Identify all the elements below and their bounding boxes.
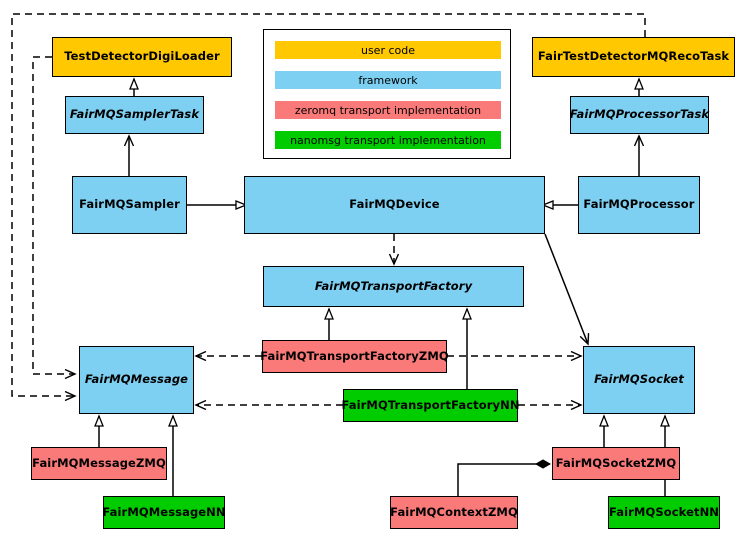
class-box-fairtestdetectormqrecotask[interactable]: FairTestDetectorMQRecoTask [532,37,735,77]
class-box-fairmqsocketnn[interactable]: FairMQSocketNN [608,496,720,529]
class-box-fairmqtransportfactory[interactable]: FairMQTransportFactory [263,266,524,307]
comp-contextzmq-to-socketzmq [457,459,552,496]
class-box-fairmqdevice[interactable]: FairMQDevice [244,176,545,234]
class-box-fairmqsampler[interactable]: FairMQSampler [72,176,187,234]
assoc-device-to-socket [544,233,588,344]
class-box-fairmqsamplertask[interactable]: FairMQSamplerTask [65,96,204,134]
legend-item-user-code: user code [275,41,501,59]
class-box-fairmqprocessor[interactable]: FairMQProcessor [578,176,700,234]
class-box-fairmqprocessortask[interactable]: FairMQProcessorTask [570,96,709,134]
legend-label: nanomsg transport implementation [290,133,486,147]
class-box-fairmqmessagenn[interactable]: FairMQMessageNN [102,496,226,529]
legend-item-framework: framework [275,71,501,89]
dep-recotask-to-message [11,13,646,396]
class-box-fairmqcontextzmq[interactable]: FairMQContextZMQ [390,496,518,529]
legend: user code framework zeromq transport imp… [263,29,511,159]
class-box-fairmqsocketzmq[interactable]: FairMQSocketZMQ [552,447,680,480]
class-box-testdetectordigiloader[interactable]: TestDetectorDigiLoader [52,37,232,77]
legend-item-nanomsg: nanomsg transport implementation [275,131,501,149]
class-box-fairmqtransportfactorynn[interactable]: FairMQTransportFactoryNN [341,389,519,422]
class-box-fairmqsocket[interactable]: FairMQSocket [583,346,695,414]
legend-label: framework [358,73,418,87]
legend-label: zeromq transport implementation [294,103,482,117]
class-box-fairmqmessage[interactable]: FairMQMessage [79,346,194,414]
class-box-fairmqmessagezmq[interactable]: FairMQMessageZMQ [31,447,167,480]
legend-label: user code [360,43,416,57]
legend-item-zeromq: zeromq transport implementation [275,101,501,119]
class-box-fairmqtransportfactoryzmq[interactable]: FairMQTransportFactoryZMQ [260,340,449,373]
